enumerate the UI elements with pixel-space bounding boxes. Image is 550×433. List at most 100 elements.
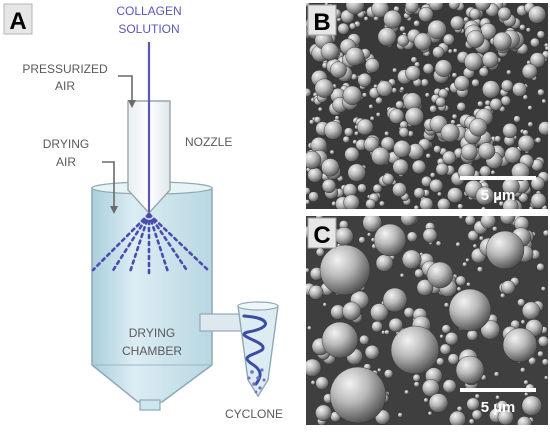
microsphere (308, 191, 319, 202)
microsphere (479, 165, 492, 178)
microsphere (523, 379, 529, 386)
microsphere (388, 317, 403, 333)
microsphere (455, 241, 461, 247)
microsphere (384, 131, 390, 137)
microsphere (471, 78, 480, 88)
microsphere (497, 409, 514, 425)
microsphere (384, 329, 390, 335)
microsphere (424, 92, 430, 98)
microsphere (506, 69, 512, 75)
microsphere (364, 344, 380, 360)
microsphere (371, 320, 383, 333)
panel-b-particles (306, 3, 548, 209)
microsphere (442, 379, 457, 394)
spray-pattern (91, 212, 210, 276)
microsphere (404, 107, 424, 127)
microsphere (513, 115, 521, 123)
microsphere (457, 203, 464, 209)
microsphere (436, 357, 445, 366)
microsphere (521, 395, 542, 416)
microsphere (427, 19, 447, 40)
microsphere (362, 216, 382, 233)
microsphere (460, 143, 478, 161)
microsphere (521, 301, 541, 320)
microsphere (392, 67, 398, 73)
microsphere (342, 85, 362, 105)
microsphere (517, 134, 535, 152)
collagen-label-line2: SOLUTION (118, 22, 179, 36)
microsphere (433, 145, 442, 154)
microsphere (313, 116, 322, 124)
drying-air-arrow (102, 161, 115, 210)
microsphere (520, 367, 526, 373)
microsphere (455, 355, 485, 385)
microsphere (517, 416, 532, 425)
microsphere (432, 46, 445, 59)
microsphere (366, 232, 372, 237)
microsphere (429, 105, 438, 113)
panel-b: 5 µm B (306, 3, 548, 209)
microsphere (307, 167, 323, 183)
microsphere (456, 102, 466, 112)
microsphere (537, 88, 545, 97)
microsphere (443, 302, 450, 308)
microsphere (315, 404, 332, 422)
microsphere (344, 146, 360, 162)
microsphere (492, 226, 498, 232)
pressurized-label-line2: AIR (55, 79, 75, 93)
microsphere (490, 170, 496, 175)
cyclone-label: CYCLONE (225, 407, 283, 421)
microsphere (477, 100, 484, 108)
microsphere (530, 37, 540, 48)
microsphere (306, 150, 322, 170)
microsphere (466, 397, 480, 411)
microsphere (364, 58, 380, 73)
microsphere (317, 106, 323, 112)
microsphere (419, 197, 434, 209)
microsphere (410, 56, 418, 64)
microsphere (520, 319, 526, 325)
microsphere (425, 153, 431, 159)
microsphere (481, 206, 486, 209)
microsphere (469, 118, 488, 137)
cyclone-rim (237, 301, 279, 311)
microsphere (495, 394, 500, 400)
microsphere (521, 63, 538, 80)
microsphere (502, 198, 519, 209)
chamber-label-line2: CHAMBER (122, 344, 182, 358)
microsphere (393, 140, 411, 158)
microsphere (469, 8, 481, 20)
microsphere (334, 227, 354, 246)
microsphere (444, 332, 459, 346)
microsphere (422, 227, 438, 243)
microsphere (406, 231, 418, 243)
microsphere (382, 287, 408, 313)
microsphere (345, 3, 365, 15)
microsphere (382, 173, 395, 186)
microsphere (371, 3, 390, 18)
microsphere (306, 358, 322, 377)
microsphere (375, 112, 381, 118)
microsphere (358, 236, 366, 244)
microsphere (434, 59, 453, 77)
microsphere (392, 182, 407, 197)
microsphere (323, 120, 343, 140)
microsphere (403, 307, 415, 318)
microsphere (481, 51, 499, 68)
microsphere (362, 92, 368, 98)
microsphere (500, 95, 511, 106)
microsphere (435, 162, 449, 176)
microsphere (474, 3, 491, 11)
microsphere (306, 199, 310, 205)
microsphere (365, 198, 376, 209)
microsphere (322, 302, 327, 307)
microsphere (369, 116, 375, 121)
microsphere (527, 121, 534, 128)
microsphere (495, 195, 502, 202)
microsphere (480, 320, 500, 340)
microsphere (390, 325, 440, 375)
microsphere (475, 186, 495, 206)
microsphere (413, 381, 420, 388)
microsphere (422, 63, 434, 75)
